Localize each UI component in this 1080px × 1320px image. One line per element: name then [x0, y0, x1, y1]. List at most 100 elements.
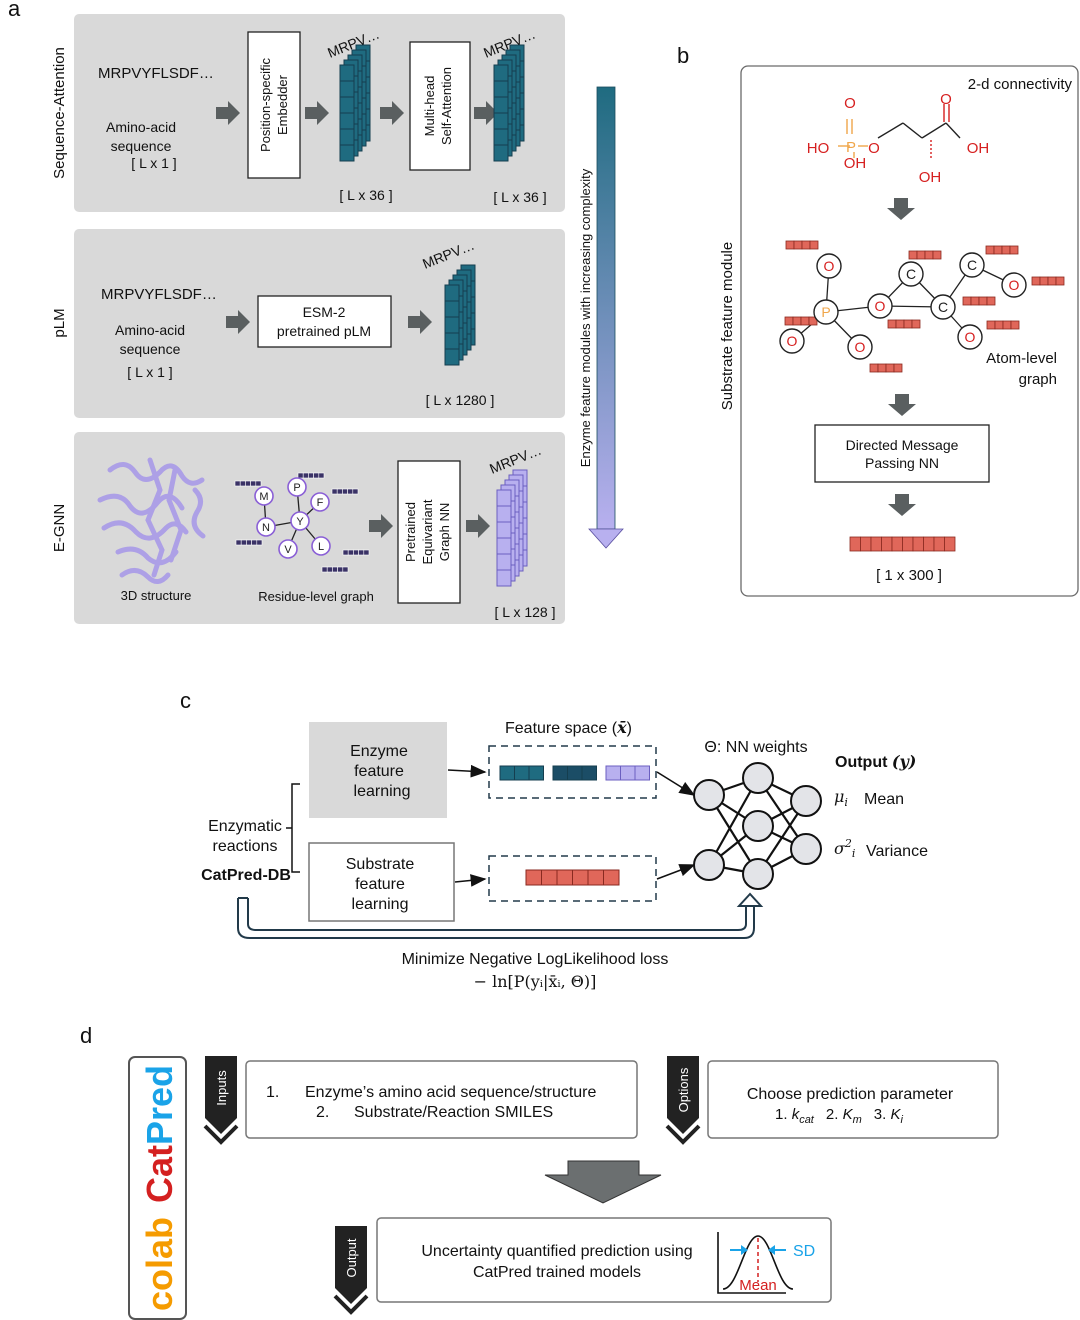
atom-feature-cell	[985, 245, 995, 255]
atom-node-label: O	[965, 329, 976, 345]
atom-feature-cell	[808, 316, 818, 326]
atom-o: O	[940, 91, 952, 108]
atom-node	[898, 261, 924, 287]
atom-feature-cell	[1047, 276, 1057, 286]
substrate-vector-cell	[881, 536, 893, 552]
esm2-line-1: ESM-2	[303, 304, 346, 320]
atom-node-label: P	[821, 304, 830, 320]
options-tag-text: Options	[676, 1067, 691, 1112]
residue-node	[278, 539, 298, 559]
residue-node	[290, 511, 310, 531]
self-attention-line-1: Multi-head	[422, 76, 437, 137]
embedding-cell	[444, 332, 460, 350]
inputs-tag: Inputs	[203, 1056, 239, 1145]
residue-node	[311, 536, 331, 556]
substrate-box-line-1: Substrate	[346, 856, 415, 873]
input-line-2: sequence	[111, 138, 172, 154]
node-feature-cell	[358, 549, 365, 556]
node-feature-cell	[308, 472, 314, 479]
embedding-cell	[493, 112, 509, 130]
node-feature-cell	[239, 480, 246, 487]
nn-neuron	[693, 849, 725, 881]
node-feature-cell	[245, 480, 251, 487]
input-line-3: [ L x 1 ]	[131, 155, 176, 171]
atom-node	[813, 299, 839, 325]
node-feature-cell	[331, 488, 338, 495]
connectivity-label: 2-d connectivity	[968, 76, 1073, 93]
substrate-feature-cell	[603, 869, 620, 886]
arrow-to-network	[656, 771, 696, 796]
substrate-vector-cell	[891, 536, 903, 552]
residue-node-label: L	[318, 541, 324, 553]
atom-node-label: O	[787, 333, 798, 349]
node-feature-cell	[235, 539, 242, 546]
embedding-cell	[339, 80, 355, 98]
enzyme-box-line-3: learning	[354, 783, 411, 800]
egnn-line-1: Pretrained	[403, 502, 418, 562]
embedding-cell	[444, 284, 460, 302]
atom-feature-cell	[809, 240, 819, 250]
substrate-vector-cell	[849, 536, 861, 552]
node-feature-cell	[326, 566, 333, 573]
residue-node-label: N	[262, 522, 270, 534]
options-tag: Options	[665, 1056, 701, 1145]
substrate-feature-vector	[849, 536, 956, 552]
atom-ho: HO	[807, 140, 830, 157]
substrate-vector-cell	[902, 536, 914, 552]
embedding-cell	[339, 144, 355, 162]
substrate-feature-cell	[572, 869, 589, 886]
atom-node-label: O	[875, 298, 886, 314]
atom-node-label: C	[967, 257, 977, 273]
graph-caption: Residue-level graph	[258, 589, 374, 604]
enzyme-box-line-2: feature	[354, 763, 404, 780]
arrow-enzyme-features	[447, 764, 487, 778]
substrate-feature-cell	[541, 869, 558, 886]
atom-feature-cell	[877, 363, 887, 373]
atom-graph-label-2: graph	[1019, 371, 1057, 388]
residue-node	[310, 492, 330, 512]
dimension-label: [ L x 128 ]	[495, 604, 556, 620]
nn-neuron	[693, 779, 725, 811]
embedder-box	[247, 31, 301, 179]
inputs-tag-text: Inputs	[214, 1070, 229, 1106]
residue-node-label: Y	[296, 516, 304, 528]
atom-feature-cell	[1001, 245, 1011, 255]
nn-neuron	[742, 762, 774, 794]
atom-node	[816, 253, 842, 279]
atom-o: O	[844, 95, 856, 112]
node-feature-cell	[234, 480, 241, 487]
enzyme-feature-cell	[552, 765, 568, 781]
mpnn-line-2: Passing NN	[865, 455, 939, 471]
substrate-feature-vectors	[525, 869, 620, 886]
input-line-1: Amino-acid	[106, 119, 176, 135]
node-feature-cell	[352, 488, 359, 495]
output-tag: Output	[333, 1226, 369, 1315]
sd-label: SD	[793, 1243, 815, 1260]
node-feature-cell	[332, 566, 338, 573]
atom-feature-cell	[962, 296, 972, 306]
self-attention-line-2: Self-Attention	[439, 67, 454, 145]
dimension-label: [ L x 1280 ]	[426, 392, 495, 408]
neural-network	[693, 762, 822, 890]
embedding-cell	[339, 128, 355, 146]
atom-feature-cell	[792, 316, 802, 326]
embedding-stack-2	[493, 44, 525, 162]
embedding-cell	[493, 144, 509, 162]
embedding-cell	[444, 316, 460, 334]
panel-d-letter: d	[80, 1023, 92, 1048]
atom-feature-cell	[908, 250, 918, 260]
panel-a-letter: a	[8, 0, 21, 21]
residue-node-label: V	[284, 544, 292, 556]
node-feature-cell	[321, 566, 328, 573]
self-attention-box	[409, 41, 471, 171]
atom-node	[957, 324, 983, 350]
row-label: pLM	[51, 308, 68, 337]
input-number-1: 1.	[266, 1084, 279, 1101]
embedding-cell	[496, 489, 512, 507]
embedding-cell	[339, 64, 355, 82]
embedding-stack-4	[496, 469, 528, 587]
sigma-symbol: σ2i	[834, 837, 855, 860]
esm2-box	[257, 295, 392, 348]
